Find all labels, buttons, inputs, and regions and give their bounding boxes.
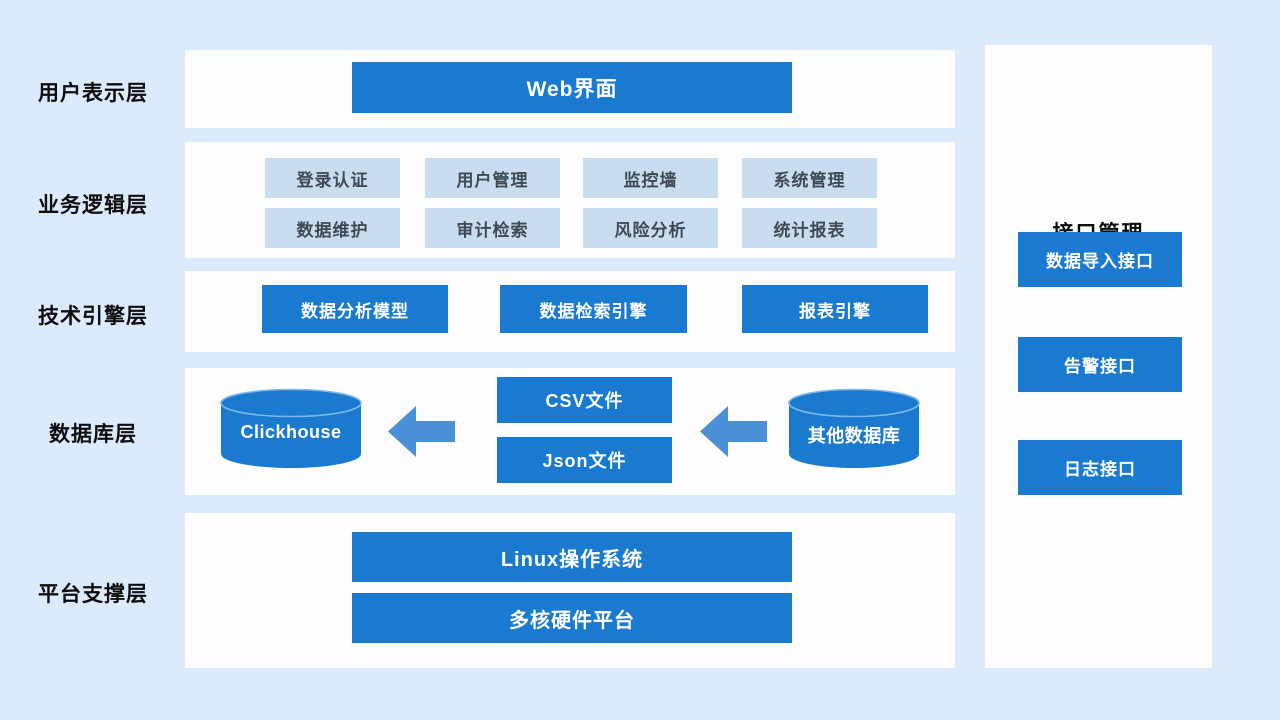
panel-database-layer: Clickhouse CSV文件 Json文件 其他数据库 [185, 368, 955, 495]
panel-engine-layer: 数据分析模型 数据检索引擎 报表引擎 [185, 271, 955, 352]
business-box-data-maint: 数据维护 [265, 208, 400, 248]
business-box-system-mgmt: 系统管理 [742, 158, 877, 198]
business-box-risk-analysis: 风险分析 [583, 208, 718, 248]
other-db-label: 其他数据库 [807, 426, 901, 446]
layer-label-engine: 技术引擎层 [38, 305, 148, 328]
alert-interface-box: 告警接口 [1018, 337, 1182, 392]
panel-interface-management: 接口管理 数据导入接口 告警接口 日志接口 [985, 45, 1212, 668]
multicore-hw-box: 多核硬件平台 [352, 593, 792, 643]
linux-os-box: Linux操作系统 [352, 532, 792, 582]
data-import-interface-box: 数据导入接口 [1018, 232, 1182, 287]
log-interface-box: 日志接口 [1018, 440, 1182, 495]
engine-box-search-engine: 数据检索引擎 [500, 285, 687, 333]
panel-platform-layer: Linux操作系统 多核硬件平台 [185, 513, 955, 668]
engine-box-analysis-model: 数据分析模型 [262, 285, 448, 333]
web-ui-box: Web界面 [352, 62, 792, 113]
business-box-user-mgmt: 用户管理 [425, 158, 560, 198]
panel-business-layer: 登录认证 用户管理 监控墙 系统管理 数据维护 审计检索 风险分析 统计报表 [185, 142, 955, 258]
layer-label-database: 数据库层 [49, 423, 137, 446]
business-box-monitor-wall: 监控墙 [583, 158, 718, 198]
arrow-otherdb-to-files [700, 404, 767, 464]
clickhouse-label: Clickhouse [240, 422, 342, 442]
arrow-files-to-clickhouse [388, 404, 455, 464]
other-db-cylinder: 其他数据库 [786, 388, 922, 470]
database-cylinder-icon [788, 388, 920, 468]
engine-box-report-engine: 报表引擎 [742, 285, 928, 333]
json-file-box: Json文件 [497, 437, 672, 483]
business-box-stat-report: 统计报表 [742, 208, 877, 248]
business-box-audit-search: 审计检索 [425, 208, 560, 248]
layer-label-platform: 平台支撑层 [38, 583, 148, 606]
panel-presentation-layer: Web界面 [185, 50, 955, 128]
layer-label-presentation: 用户表示层 [38, 82, 148, 105]
left-arrow-icon [700, 406, 767, 457]
business-box-login-auth: 登录认证 [265, 158, 400, 198]
csv-file-box: CSV文件 [497, 377, 672, 423]
database-cylinder-icon [220, 388, 362, 468]
layer-label-business: 业务逻辑层 [38, 194, 148, 217]
left-arrow-icon [388, 406, 455, 457]
clickhouse-cylinder: Clickhouse [218, 388, 364, 470]
